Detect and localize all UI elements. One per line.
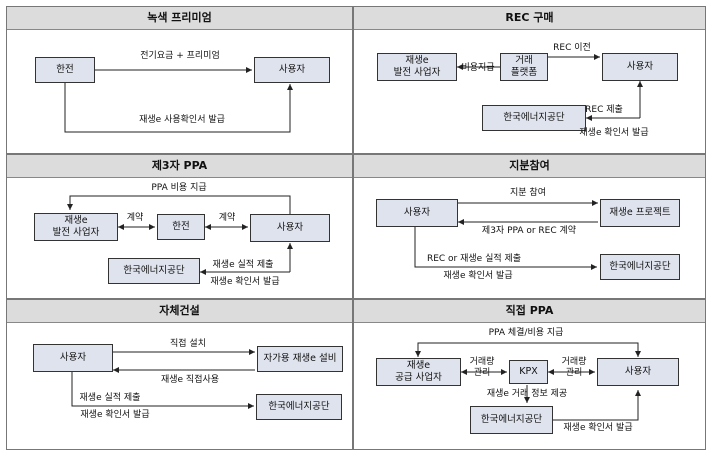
kepco-box: 한전 xyxy=(157,214,205,240)
cert-label: 재생e 확인서 발급 xyxy=(443,271,513,281)
agency-box: 한국에너지공단 xyxy=(482,105,586,131)
agency-box: 한국에너지공단 xyxy=(600,254,680,280)
trade-right-label: 거래량 관리 xyxy=(561,357,587,378)
trade-left-label: 거래량 관리 xyxy=(469,357,495,378)
cert-label: 재생e 확인서 발급 xyxy=(563,423,633,433)
rec-transfer-label: REC 이전 xyxy=(553,43,591,53)
supplier-box: 재생e 공급 사업자 xyxy=(376,358,461,386)
panel-title: 자체건설 xyxy=(7,300,352,323)
user-box: 사용자 xyxy=(597,358,679,386)
submit-label: REC or 재생e 실적 제출 xyxy=(426,254,522,264)
panel-title: REC 구매 xyxy=(354,7,705,30)
cert-label: 재생e 확인서 발급 xyxy=(579,128,649,138)
generator-box: 재생e 발전 사업자 xyxy=(377,53,457,81)
user-box: 사용자 xyxy=(33,344,113,372)
kepco-box: 한전 xyxy=(35,57,95,83)
panel-title: 녹색 프리미엄 xyxy=(7,7,352,30)
cert-label: 재생e 확인서 발급 xyxy=(80,410,150,420)
panel-title: 제3자 PPA xyxy=(7,155,352,178)
user-box: 사용자 xyxy=(254,57,330,83)
panel-title: 직접 PPA xyxy=(354,300,705,323)
self-use-label: 재생e 직접사용 xyxy=(160,375,220,385)
kpx-box: KPX xyxy=(509,360,548,384)
project-box: 재생e 프로젝트 xyxy=(600,199,680,227)
agency-box: 한국에너지공단 xyxy=(108,258,200,284)
submit-label: 재생e 실적 제출 xyxy=(79,393,141,403)
platform-box: 거래 플랫폼 xyxy=(500,53,548,81)
agency-box: 한국에너지공단 xyxy=(470,406,553,434)
ppa-pay-label: PPA 비용 지급 xyxy=(151,183,207,193)
panel-direct-ppa: 직접 PPA xyxy=(353,299,706,450)
generator-box: 재생e 발전 사업자 xyxy=(34,213,118,241)
panel-title: 지분참여 xyxy=(354,155,705,178)
contract-left-label: 계약 xyxy=(126,213,144,223)
contract-label: 제3자 PPA or REC 계약 xyxy=(481,226,577,236)
cert-label: 재생e 사용확인서 발급 xyxy=(139,115,225,125)
contract-right-label: 계약 xyxy=(218,213,236,223)
rec-submit-label: REC 제출 xyxy=(585,105,623,115)
agency-box: 한국에너지공단 xyxy=(256,394,342,420)
user-box: 사용자 xyxy=(250,214,330,242)
info-label: 재생e 거래 정보 제공 xyxy=(486,389,568,399)
submit-label: 재생e 실적 제출 xyxy=(212,260,274,270)
pay-label: 비용지급 xyxy=(461,63,495,73)
ppa-label: PPA 체결/비용 지급 xyxy=(488,328,564,338)
cert-label: 재생e 확인서 발급 xyxy=(210,277,280,287)
install-label: 직접 설치 xyxy=(170,339,206,349)
fee-label: 전기요금 + 프리미엄 xyxy=(140,51,220,61)
equity-label: 지분 참여 xyxy=(510,188,546,198)
user-box: 사용자 xyxy=(376,199,458,227)
facility-box: 자가용 재생e 설비 xyxy=(257,346,343,372)
user-box: 사용자 xyxy=(602,53,678,81)
